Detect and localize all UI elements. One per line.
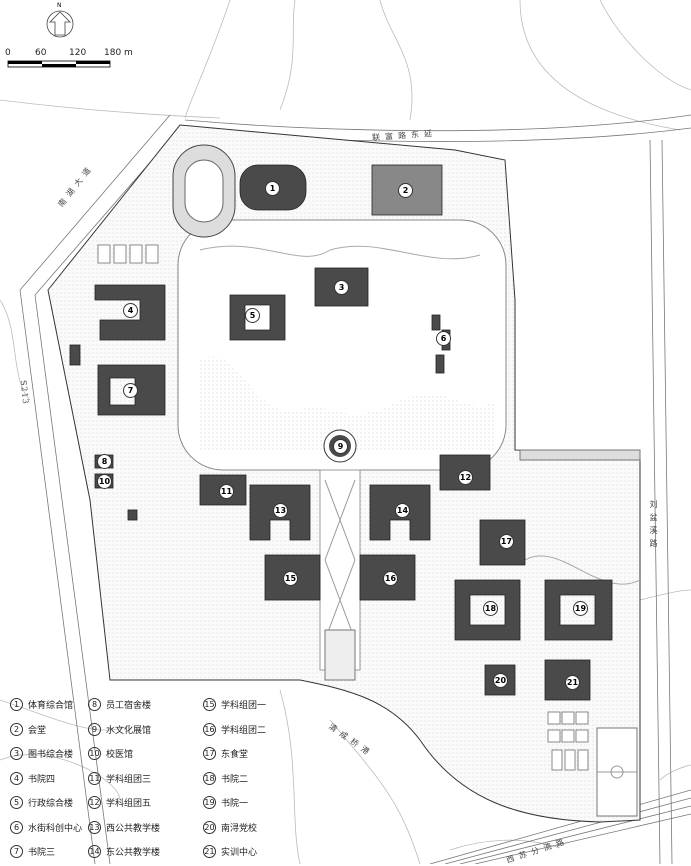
scale-tick: 180 m xyxy=(104,48,133,58)
building-marker: 7 xyxy=(123,383,138,398)
legend-label: 学科组团二 xyxy=(221,725,267,736)
legend-item: 13 西公共教学楼 xyxy=(88,820,161,834)
legend-number: 19 xyxy=(203,796,216,809)
legend-number: 12 xyxy=(88,796,101,809)
legend-number: 4 xyxy=(10,771,23,785)
building-marker: 19 xyxy=(573,601,588,616)
legend-item: 9 水文化展馆 xyxy=(88,722,152,736)
legend-label: 学科组团一 xyxy=(221,701,267,711)
legend-label: 东公共教学楼 xyxy=(106,848,161,858)
legend-number: 16 xyxy=(203,722,216,736)
legend-label: 东食堂 xyxy=(221,750,249,760)
scale-bar xyxy=(7,60,111,68)
legend-item: 11 学科组团三 xyxy=(88,771,152,785)
building-marker: 8 xyxy=(97,454,112,469)
legend-label: 书院二 xyxy=(221,774,249,785)
legend-item: 2 会堂 xyxy=(10,722,47,736)
legend-item: 5 行政综合楼 xyxy=(10,796,73,809)
building-marker: 11 xyxy=(219,484,234,499)
north-label: N xyxy=(57,2,62,9)
building-marker: 15 xyxy=(283,571,298,586)
legend-label: 书院四 xyxy=(28,774,56,785)
legend-number: 21 xyxy=(203,845,216,858)
legend-label: 学科组团五 xyxy=(106,799,152,809)
legend-number: 10 xyxy=(88,747,101,760)
building-marker: 2 xyxy=(398,183,413,198)
legend-item: 18 书院二 xyxy=(203,771,249,785)
legend-label: 南浔党校 xyxy=(221,823,258,834)
legend-item: 16 学科组团二 xyxy=(203,722,267,736)
legend-number: 18 xyxy=(203,771,216,785)
building-marker: 5 xyxy=(245,308,260,323)
building-marker: 9 xyxy=(333,439,348,454)
legend-number: 1 xyxy=(10,698,23,711)
legend-item: 20 南浔党校 xyxy=(203,820,258,834)
building-marker: 14 xyxy=(395,503,410,518)
legend-number: 8 xyxy=(88,698,101,711)
outer-roads xyxy=(19,114,691,864)
legend-item: 1 体育综合馆 xyxy=(10,698,73,711)
building-marker: 1 xyxy=(265,181,280,196)
north-arrow-icon xyxy=(46,10,74,38)
legend-label: 员工宿舍楼 xyxy=(106,701,152,711)
building-marker: 16 xyxy=(383,571,398,586)
legend-item: 6 水街科创中心 xyxy=(10,820,83,834)
legend-label: 水街科创中心 xyxy=(28,823,83,834)
scale-tick: 120 xyxy=(69,48,87,58)
building-marker: 17 xyxy=(499,534,514,549)
legend-item: 3 图书综合楼 xyxy=(10,747,73,760)
legend-number: 15 xyxy=(203,698,216,711)
scale-tick: 0 xyxy=(5,48,11,58)
legend-label: 西公共教学楼 xyxy=(106,823,161,834)
legend-label: 体育综合馆 xyxy=(28,701,74,711)
legend-number: 9 xyxy=(88,722,101,736)
legend-label: 书院三 xyxy=(28,848,56,858)
legend-label: 实训中心 xyxy=(221,848,258,858)
building-marker: 20 xyxy=(493,673,508,688)
building-marker: 10 xyxy=(97,474,112,489)
legend-item: 7 书院三 xyxy=(10,845,55,858)
courts xyxy=(97,244,589,771)
building-marker: 12 xyxy=(458,470,473,485)
legend-label: 会堂 xyxy=(28,725,47,736)
legend-item: 19 书院一 xyxy=(203,796,248,809)
legend-item: 4 书院四 xyxy=(10,771,56,785)
legend-number: 3 xyxy=(10,747,23,760)
legend-label: 学科组团三 xyxy=(106,774,152,785)
legend-item: 10 校医馆 xyxy=(88,747,133,760)
legend-number: 13 xyxy=(88,820,101,834)
building-marker: 6 xyxy=(436,331,451,346)
legend-label: 图书综合楼 xyxy=(28,750,74,760)
legend-label: 行政综合楼 xyxy=(28,799,74,809)
scale-tick: 60 xyxy=(35,48,47,58)
legend-number: 17 xyxy=(203,747,216,760)
building-marker: 13 xyxy=(273,503,288,518)
legend-item: 15 学科组团一 xyxy=(203,698,266,711)
legend-number: 6 xyxy=(10,820,23,834)
legend-number: 20 xyxy=(203,820,216,834)
building-marker: 3 xyxy=(334,280,349,295)
legend-item: 17 东食堂 xyxy=(203,747,248,760)
legend-label: 书院一 xyxy=(221,799,249,809)
legend-item: 21 实训中心 xyxy=(203,845,257,858)
legend-item: 8 员工宿舍楼 xyxy=(88,698,151,711)
road-label-east: 刘盆溪路 xyxy=(649,500,658,552)
building-marker: 4 xyxy=(123,303,138,318)
building-marker: 18 xyxy=(483,601,498,616)
building-marker: 21 xyxy=(565,675,580,690)
legend-label: 水文化展馆 xyxy=(106,725,152,736)
legend-item: 14 东公共教学楼 xyxy=(88,845,160,858)
legend-number: 14 xyxy=(88,845,101,858)
legend-label: 校医馆 xyxy=(106,750,134,760)
legend-number: 11 xyxy=(88,771,101,785)
legend-number: 2 xyxy=(10,722,23,736)
legend-item: 12 学科组团五 xyxy=(88,796,151,809)
legend-number: 7 xyxy=(10,845,23,858)
legend-number: 5 xyxy=(10,796,23,809)
